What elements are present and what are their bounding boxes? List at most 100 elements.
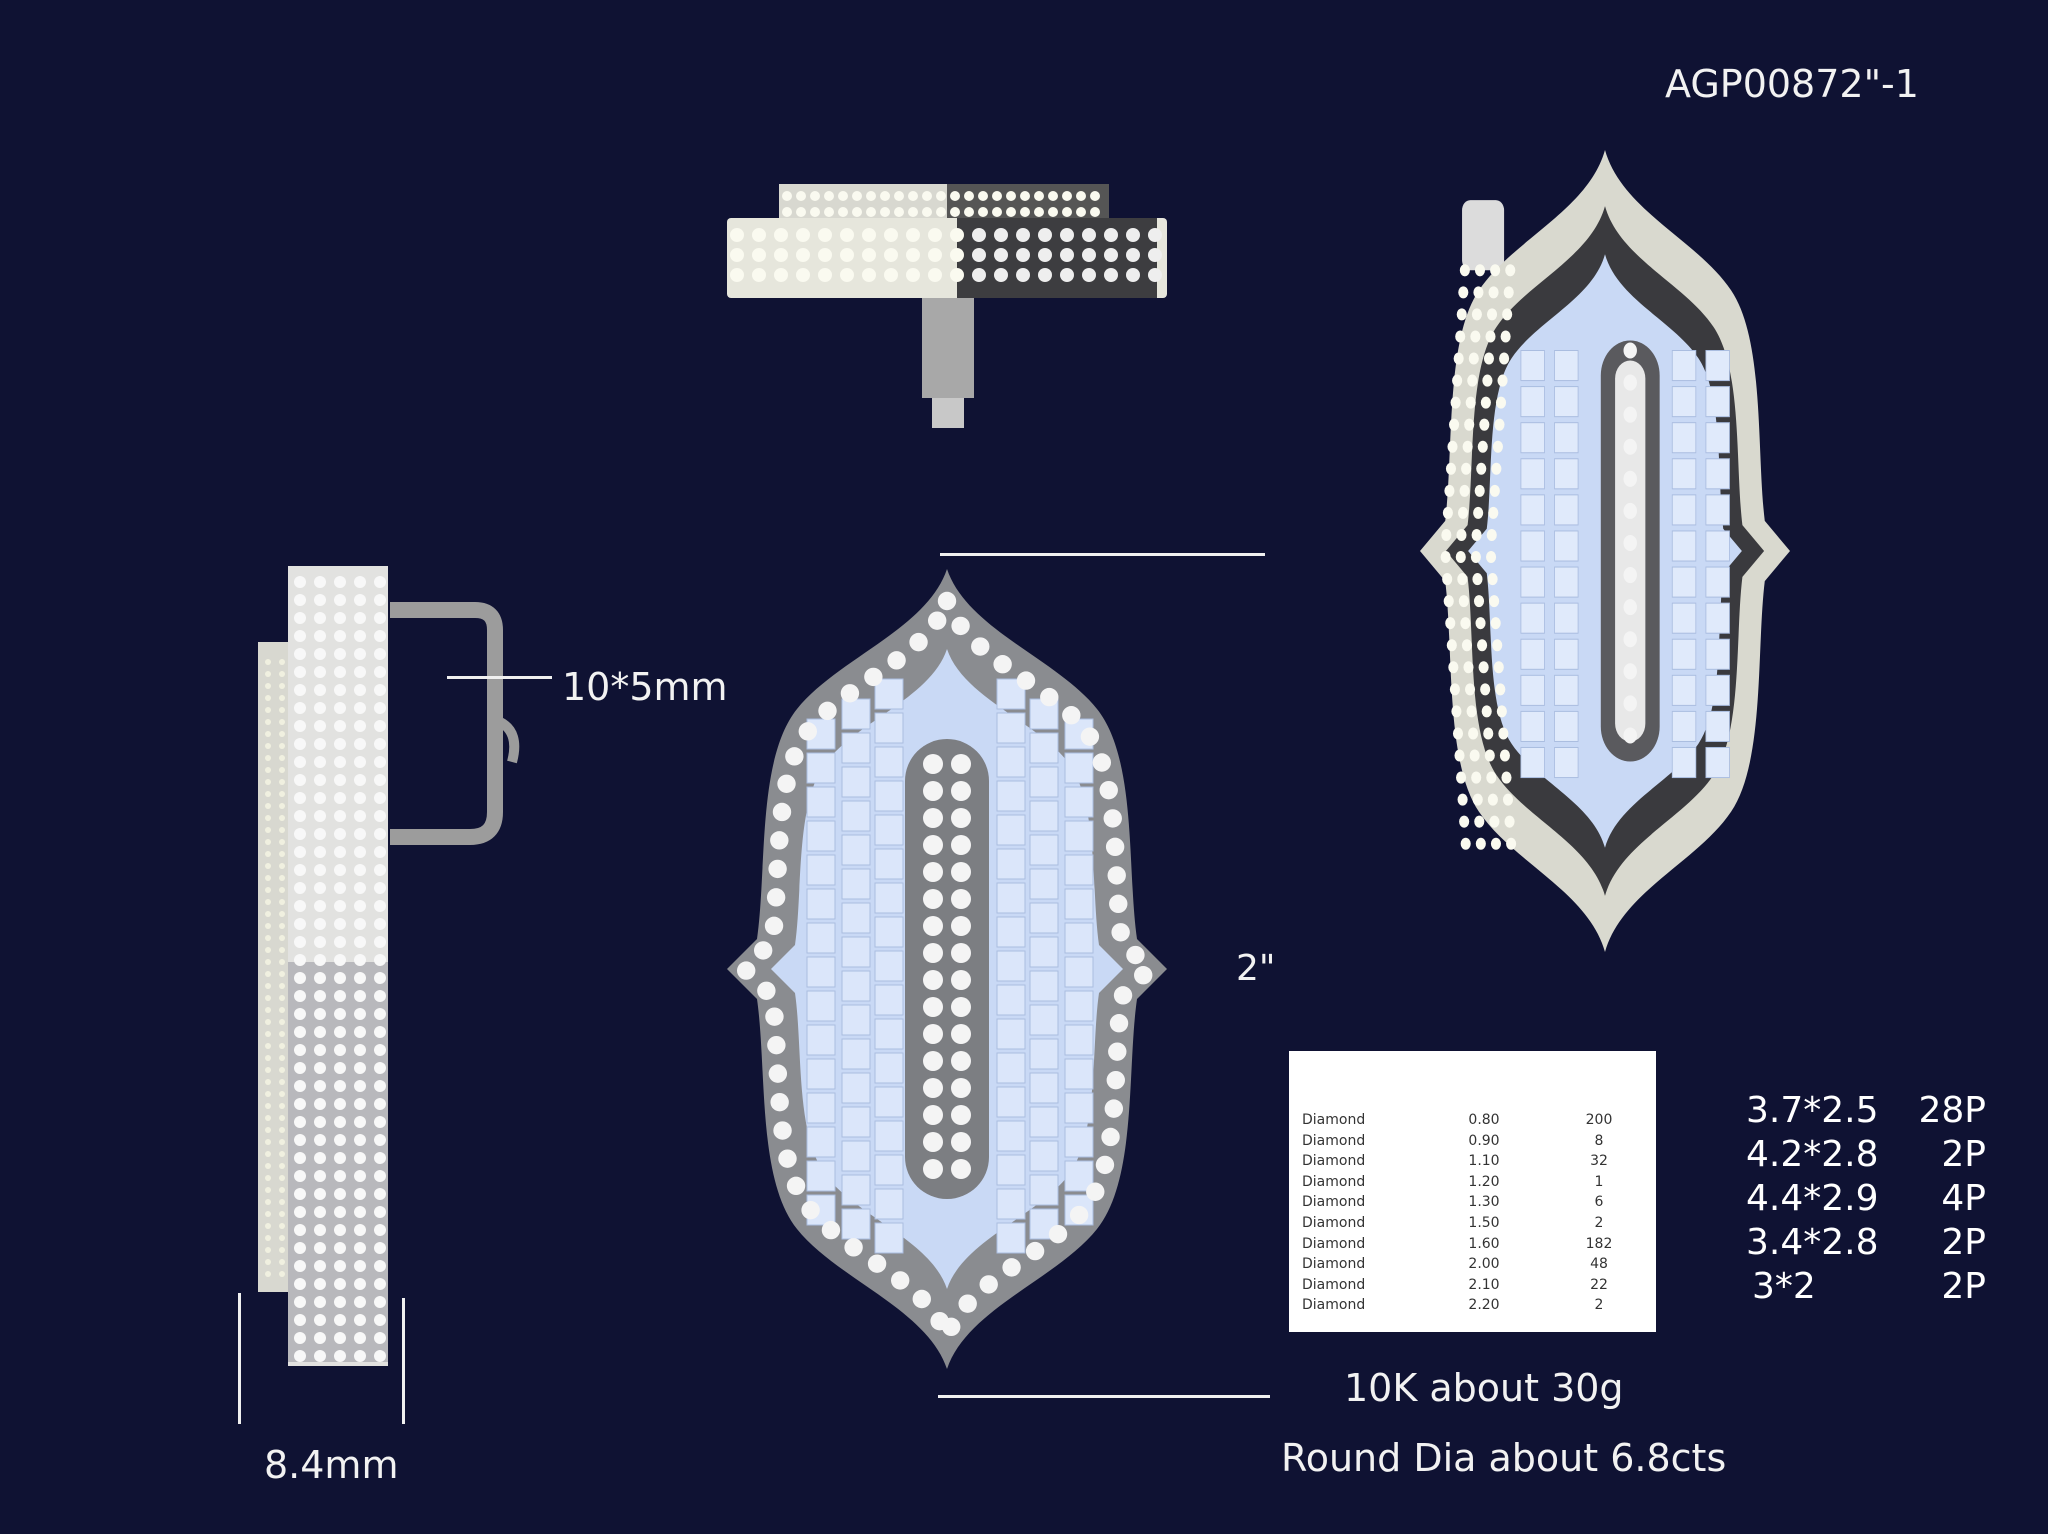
diamond-stone — [374, 1332, 386, 1344]
diamond-stone — [314, 1098, 326, 1110]
diamond-stone — [314, 792, 326, 804]
baguette-stone — [1064, 1092, 1094, 1124]
stone-size: 1.30 — [1468, 1194, 1500, 1211]
diamond-stone — [1481, 705, 1492, 718]
diamond-stone — [334, 972, 346, 984]
diamond-stone — [265, 1259, 271, 1265]
diamond-stone — [294, 684, 306, 696]
diamond-stone — [265, 1019, 271, 1025]
baguette-stone — [996, 1018, 1026, 1050]
baguette-stone — [1520, 638, 1545, 670]
diamond-stone — [818, 228, 832, 242]
baguette-stone — [841, 800, 871, 832]
diamond-stone — [1457, 793, 1468, 806]
baguette-stone — [874, 780, 904, 812]
diamond-stone — [374, 1260, 386, 1272]
baguette-stone — [1705, 746, 1730, 779]
diamond-stone — [294, 918, 306, 930]
baguette-stone — [874, 1120, 904, 1152]
diamond-stone — [294, 1044, 306, 1056]
diamond-stone — [294, 576, 306, 588]
stone-size: 1.20 — [1468, 1173, 1500, 1190]
diamond-stone — [354, 666, 366, 678]
diamond-stone — [1126, 268, 1140, 282]
stone-type: Diamond — [1302, 1297, 1366, 1314]
diamond-stone — [818, 268, 832, 282]
diamond-stone — [294, 1242, 306, 1254]
diamond-stone — [1471, 528, 1482, 541]
stone-qty: 2 — [1594, 1297, 1604, 1314]
stone-size: 2.20 — [1468, 1297, 1500, 1314]
diamond-stone — [279, 851, 285, 857]
baguette-stone — [1064, 1058, 1094, 1090]
diamond-stone — [265, 743, 271, 749]
diamond-stone — [1492, 639, 1503, 652]
diamond-stone — [894, 191, 904, 201]
diamond-stone — [294, 756, 306, 768]
baguette-stone — [874, 1086, 904, 1118]
baguette-stone — [841, 1038, 871, 1070]
diamond-stone — [992, 207, 1002, 217]
diamond-stone — [314, 1044, 326, 1056]
baguette-stone — [1671, 674, 1697, 706]
baguette-stone — [996, 1120, 1026, 1152]
diamond-stone — [923, 916, 943, 936]
diamond-stone — [374, 810, 386, 822]
diamond-stone — [1477, 440, 1488, 453]
diamond-stone — [374, 1116, 386, 1128]
diamond-stone — [314, 720, 326, 732]
baguette-stone — [841, 1174, 871, 1206]
diamond-stone — [796, 248, 810, 262]
diamond-stone — [906, 228, 920, 242]
diamond-stone — [354, 882, 366, 894]
diamond-stone — [354, 972, 366, 984]
diamond-stone — [950, 191, 960, 201]
diamond-stone — [880, 207, 890, 217]
baguette-qty: 4P — [1941, 1178, 1986, 1219]
diamond-stone — [314, 1062, 326, 1074]
diamond-stone — [374, 1044, 386, 1056]
diamond-stone — [951, 1159, 971, 1179]
diamond-stone — [374, 612, 386, 624]
diamond-stone — [354, 1224, 366, 1236]
diamond-stone — [279, 887, 285, 893]
diamond-stone — [840, 228, 854, 242]
baguette-stone — [1029, 1072, 1059, 1104]
diamond-stone — [265, 935, 271, 941]
diamond-stone — [1483, 727, 1494, 740]
baguette-stone — [1554, 349, 1579, 382]
diamond-stone — [279, 1055, 285, 1061]
diamond-stone — [279, 1151, 285, 1157]
diamond-stone — [314, 900, 326, 912]
diamond-stone — [279, 899, 285, 905]
baguette-stone — [1520, 746, 1545, 779]
diamond-stone — [354, 702, 366, 714]
baguette-stone — [1520, 458, 1545, 490]
stone-qty: 48 — [1590, 1256, 1608, 1273]
diamond-stone — [1452, 374, 1463, 387]
diamond-stone — [354, 1170, 366, 1182]
diamond-stone — [1445, 462, 1457, 475]
baguette-qty: 2P — [1941, 1222, 1986, 1263]
baguette-stone — [1554, 638, 1579, 670]
baguette-stone — [1554, 746, 1579, 779]
diamond-stone — [374, 648, 386, 660]
baguette-stone — [841, 732, 871, 764]
baguette-stone — [841, 902, 871, 934]
diamond-stone — [1444, 484, 1455, 497]
diamond-stone — [314, 756, 326, 768]
baguette-stone — [1029, 800, 1059, 832]
diamond-stone — [334, 594, 346, 606]
baguette-stone — [806, 1092, 836, 1124]
diamond-stone — [265, 731, 271, 737]
baguette-stone — [996, 916, 1026, 948]
diamond-stone — [265, 887, 271, 893]
diamond-stone — [334, 936, 346, 948]
baguette-stone — [1554, 566, 1579, 598]
baguette-stone — [841, 698, 871, 730]
diamond-stone — [279, 995, 285, 1001]
baguette-stone — [996, 1086, 1026, 1118]
